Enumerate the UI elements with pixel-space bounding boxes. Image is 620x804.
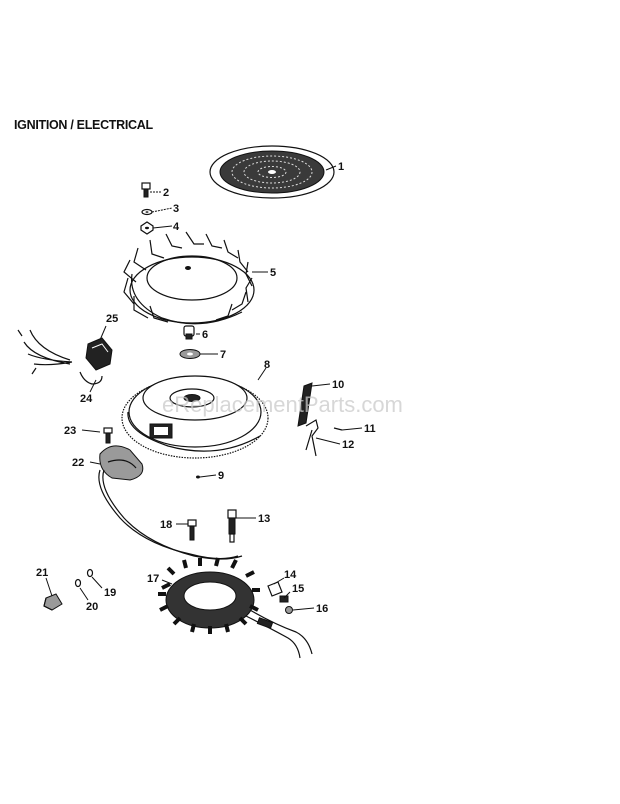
screw-part [141,182,151,198]
screw-small-part [333,427,343,431]
nut-part [140,221,154,235]
brake-spring-part [305,419,319,457]
callout-13: 13 [258,513,270,525]
callout-1: 1 [338,161,344,173]
callout-7: 7 [220,349,226,361]
cooling-fan [123,231,255,325]
callout-16: 16 [316,603,328,615]
fan-nut-part [183,325,195,340]
callout-18: 18 [160,519,172,531]
flywheel-screen [209,145,335,199]
plug-part [43,593,63,611]
rectifier-part [85,337,113,371]
diode-part [279,595,289,603]
key-part [196,475,200,479]
wire-harness [17,329,103,385]
callout-22: 22 [72,457,84,469]
leader-lines [45,165,363,611]
callout-8: 8 [264,359,270,371]
callout-2: 2 [163,187,169,199]
spark-plug-part [227,509,237,543]
callout-15: 15 [292,583,304,595]
washer-part [141,208,153,216]
callout-23: 23 [64,425,76,437]
callout-9: 9 [218,470,224,482]
callout-10: 10 [332,379,344,391]
callout-25: 25 [106,313,118,325]
callout-4: 4 [173,221,180,233]
page-title: IGNITION / ELECTRICAL [14,118,153,132]
ignition-module [98,445,243,560]
flywheel [121,375,269,459]
fastener-part [74,578,82,588]
callout-20: 20 [86,601,98,613]
callout-6: 6 [202,329,208,341]
terminal-part [267,581,283,597]
fan-washer-part [179,349,201,359]
callout-labels: 1 2 3 4 5 6 7 8 9 10 11 12 13 14 15 16 1… [36,161,376,615]
watermark-text: eReplacementParts.com [162,392,403,417]
callout-11: 11 [364,423,376,435]
callout-17: 17 [147,573,159,585]
stator-alternator [158,557,313,659]
cap-part [86,568,94,578]
mounting-screw-part [187,519,197,541]
callout-19: 19 [104,587,116,599]
callout-24: 24 [80,393,93,405]
clip-part [285,606,293,614]
module-screw-part [103,427,113,444]
callout-3: 3 [173,203,179,215]
callout-21: 21 [36,567,48,579]
callout-12: 12 [342,439,354,451]
callout-5: 5 [270,267,276,279]
callout-14: 14 [284,569,297,581]
brake-part [297,382,313,427]
